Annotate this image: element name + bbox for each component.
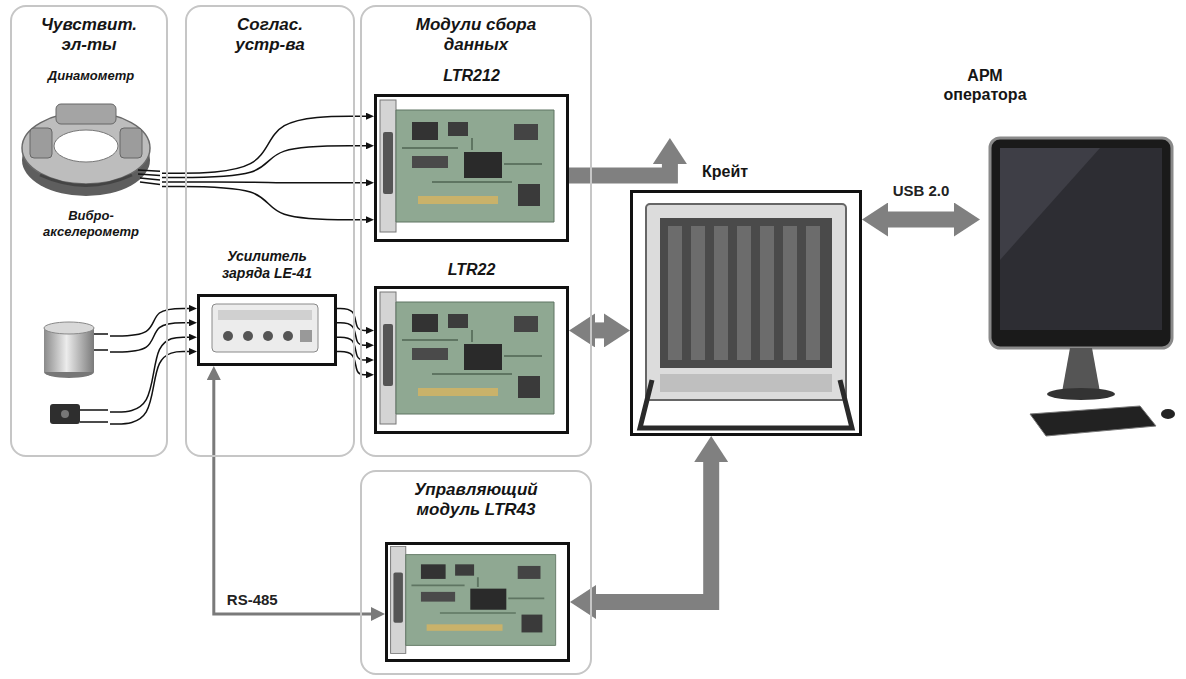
dynamometer-picture — [30, 128, 52, 158]
device-node: LTR22 — [372, 258, 571, 434]
accelerometer-picture — [61, 410, 69, 418]
device-node: Динамометр — [20, 68, 162, 204]
workstation-picture — [1062, 348, 1100, 392]
device-label: Динамометр — [20, 68, 162, 84]
accelerometer-picture — [44, 328, 94, 372]
crate-picture — [660, 218, 832, 368]
signal-wire — [110, 337, 189, 412]
signal-wire — [110, 352, 189, 424]
data-arrow — [888, 212, 954, 228]
device-frame — [385, 542, 570, 662]
panel-heading: Соглас. устр-ва — [210, 7, 330, 56]
workstation-picture — [1000, 148, 1162, 330]
group-panel: Управляющий модуль LTR43 — [360, 470, 592, 675]
device-label: АРМ оператора — [925, 66, 1045, 104]
edge-label: RS-485 — [224, 591, 281, 609]
dynamometer-picture — [120, 128, 142, 158]
dynamometer-picture — [22, 104, 160, 196]
workstation-picture — [990, 138, 1172, 348]
charge-amplifier-picture — [212, 304, 318, 352]
device-frame — [20, 94, 162, 204]
charge-amplifier-picture — [212, 304, 318, 352]
device-label: LTR22 — [372, 258, 571, 279]
workstation-picture — [990, 138, 1175, 436]
bus-line — [214, 380, 371, 614]
crate-picture — [660, 374, 832, 392]
dynamometer-picture — [138, 170, 160, 184]
device-label: Вибро- акселерометр — [36, 208, 146, 239]
signal-wire — [110, 308, 189, 336]
dynamometer-picture — [40, 175, 132, 186]
module-card-picture — [380, 292, 554, 424]
data-arrow — [596, 462, 711, 602]
signal-wire — [162, 146, 366, 178]
dynamometer-picture — [54, 130, 118, 162]
workstation-picture — [1030, 406, 1156, 436]
device-node: Крейт — [630, 158, 862, 436]
crate-picture — [806, 226, 820, 360]
accelerometer-picture — [80, 334, 108, 422]
connector-layer — [110, 116, 954, 614]
group-panel: Чувствит. эл-тыДинамометрВибро- акселеро… — [10, 5, 168, 457]
accelerometer-picture — [44, 322, 108, 424]
data-arrow — [595, 322, 604, 338]
dynamometer-picture — [56, 104, 116, 124]
workstation-picture — [1161, 409, 1175, 419]
crate-picture — [760, 226, 774, 360]
device-node: АРМ оператора — [925, 66, 1180, 452]
crate-picture — [691, 226, 705, 360]
module-card-picture — [380, 100, 554, 232]
charge-amplifier-picture — [300, 330, 312, 342]
signal-wire — [162, 186, 366, 219]
signal-wire — [162, 181, 366, 183]
accelerometer-picture — [44, 322, 94, 334]
charge-amplifier-picture — [283, 331, 293, 341]
device-node: Усилитель заряда LE-41 — [192, 248, 342, 366]
device-frame — [630, 190, 862, 436]
module-card-picture — [391, 546, 556, 653]
device-label: LTR212 — [372, 64, 571, 85]
charge-amplifier-picture — [223, 331, 233, 341]
workstation-picture — [1047, 388, 1115, 400]
group-panel: Модули сбора данныхLTR212LTR22 — [360, 5, 592, 457]
panel-heading: Модули сбора данных — [396, 7, 556, 56]
device-label: Крейт — [630, 158, 862, 181]
charge-amplifier-picture — [243, 331, 253, 341]
panel-heading: Управляющий модуль LTR43 — [396, 472, 556, 521]
device-node: LTR212 — [372, 64, 571, 242]
charge-amplifier-picture — [218, 310, 312, 320]
device-node: Вибро- акселерометр — [20, 208, 162, 452]
device-label: Усилитель заряда LE-41 — [207, 248, 327, 282]
module-card-picture — [380, 100, 556, 654]
crate-picture — [737, 226, 751, 360]
crate-picture — [668, 226, 682, 360]
crate-picture — [640, 204, 852, 428]
device-frame — [374, 286, 569, 434]
device-frame — [374, 94, 569, 242]
device-frame — [197, 294, 337, 366]
workstation-picture — [1000, 148, 1100, 260]
crate-picture — [640, 380, 852, 428]
device-frame — [40, 252, 110, 452]
crate-picture — [646, 204, 846, 400]
group-panel: Соглас. устр-ваУсилитель заряда LE-41 — [185, 5, 355, 457]
device-frame — [980, 122, 1178, 452]
data-arrow — [569, 164, 670, 175]
edge-label: USB 2.0 — [890, 182, 953, 200]
panel-heading: Чувствит. эл-ты — [34, 7, 144, 56]
charge-amplifier-picture — [263, 331, 273, 341]
accelerometer-picture — [50, 404, 80, 424]
crate-picture — [714, 226, 728, 360]
crate-picture — [783, 226, 797, 360]
